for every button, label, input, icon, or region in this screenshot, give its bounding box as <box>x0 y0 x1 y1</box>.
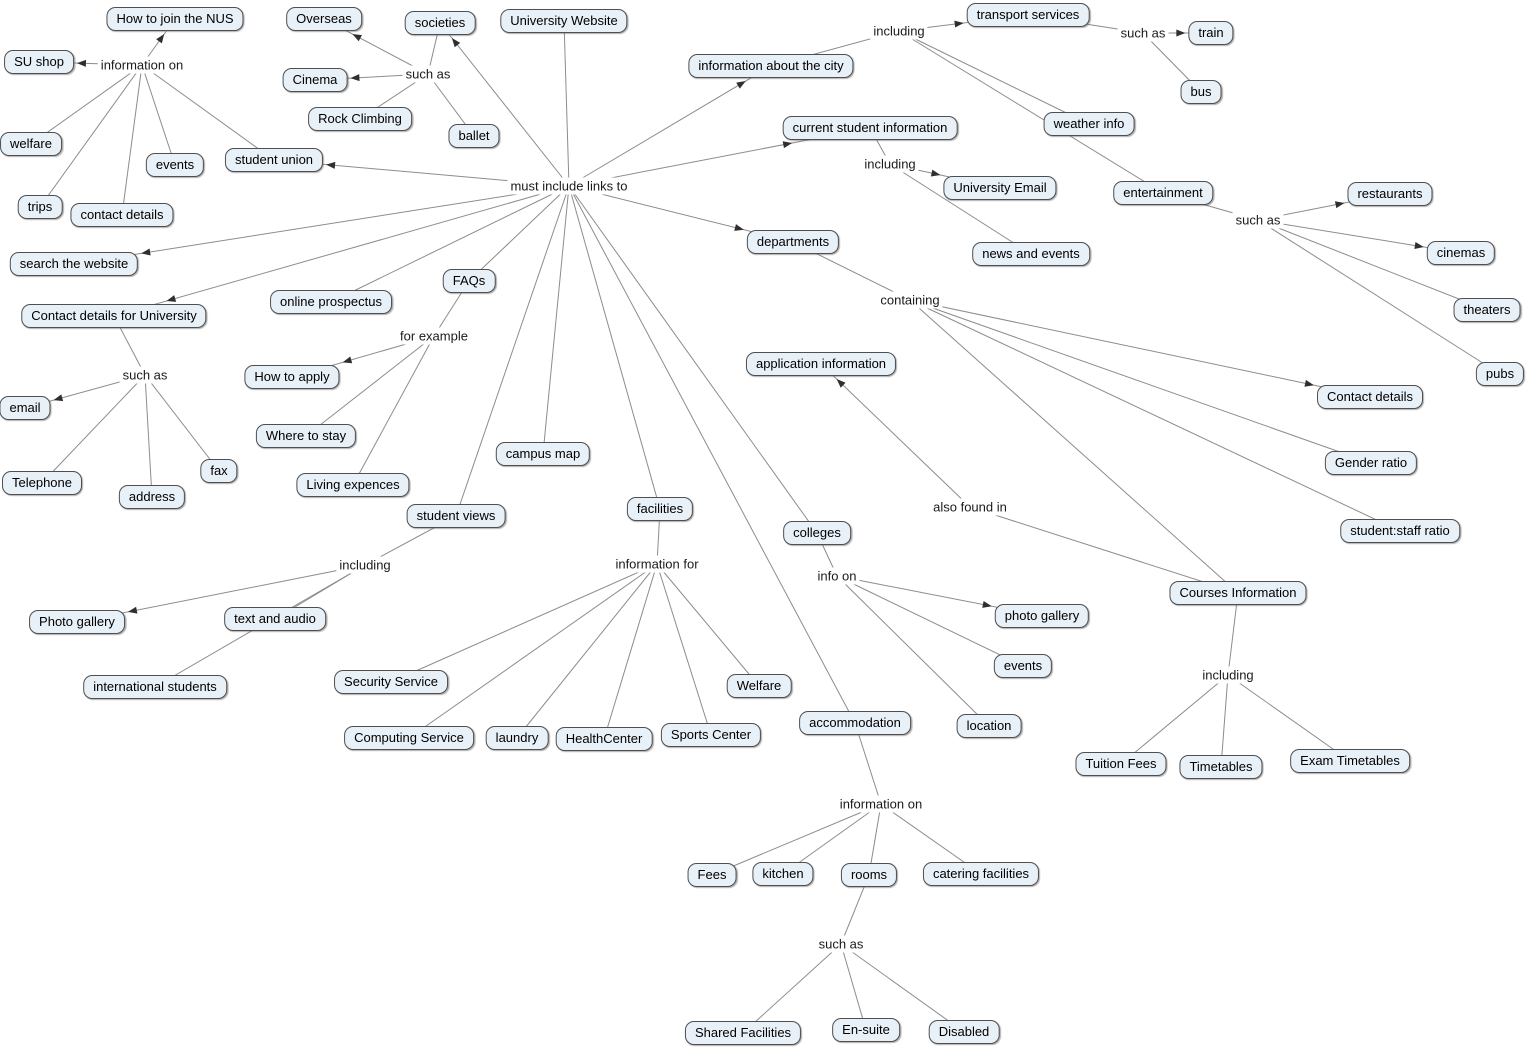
link-phrase-containing: containing <box>877 291 943 309</box>
concept-node-sports-center[interactable]: Sports Center <box>660 723 762 747</box>
concept-node-text-and-audio[interactable]: text and audio <box>224 607 326 631</box>
concept-node-photo-gallery-views[interactable]: Photo gallery <box>29 610 125 634</box>
concept-node-living-expences[interactable]: Living expences <box>296 473 410 497</box>
concept-node-how-to-join-nus[interactable]: How to join the NUS <box>106 7 244 31</box>
concept-node-security-service[interactable]: Security Service <box>334 670 448 694</box>
link-phrase-for-example: for example <box>397 327 471 345</box>
link-phrase-including-views: including <box>336 556 394 574</box>
concept-node-location[interactable]: location <box>956 714 1022 738</box>
concept-node-colleges[interactable]: colleges <box>783 521 851 545</box>
concept-node-overseas[interactable]: Overseas <box>286 7 362 31</box>
concept-node-pubs[interactable]: pubs <box>1475 362 1525 386</box>
concept-node-contact-details-su[interactable]: contact details <box>70 203 174 227</box>
concept-node-transport-services[interactable]: transport services <box>966 3 1090 27</box>
concept-node-student-union[interactable]: student union <box>224 148 324 172</box>
concept-node-departments[interactable]: departments <box>746 230 840 254</box>
concept-node-telephone[interactable]: Telephone <box>2 471 82 495</box>
link-phrase-information-on-accommodation: information on <box>836 795 926 813</box>
concept-node-timetables[interactable]: Timetables <box>1179 755 1263 779</box>
concept-node-gender-ratio[interactable]: Gender ratio <box>1324 451 1418 475</box>
concept-node-address[interactable]: address <box>118 485 186 509</box>
concept-node-current-student-information[interactable]: current student information <box>782 116 958 140</box>
concept-node-photo-gallery-college[interactable]: photo gallery <box>994 604 1090 628</box>
concept-node-disabled[interactable]: Disabled <box>928 1020 1000 1044</box>
link-phrase-such-as-entertainment: such as <box>1232 211 1284 229</box>
concept-node-how-to-apply[interactable]: How to apply <box>244 365 340 389</box>
concept-node-contact-details-university[interactable]: Contact details for University <box>21 304 207 328</box>
concept-node-theaters[interactable]: theaters <box>1453 298 1521 322</box>
concept-node-facilities[interactable]: facilities <box>626 497 694 521</box>
link-phrase-including-current: including <box>861 155 919 173</box>
concept-node-accommodation[interactable]: accommodation <box>799 711 911 735</box>
concept-node-entertainment[interactable]: entertainment <box>1113 181 1213 205</box>
concept-node-campus-map[interactable]: campus map <box>495 442 591 466</box>
concept-node-weather-info[interactable]: weather info <box>1043 112 1135 136</box>
concept-node-information-about-city[interactable]: information about the city <box>688 54 854 78</box>
link-phrase-such-as-transport: such as <box>1117 24 1169 42</box>
concept-node-contact-details-dept[interactable]: Contact details <box>1317 385 1423 409</box>
concept-node-bus[interactable]: bus <box>1180 80 1222 104</box>
concept-node-tuition-fees[interactable]: Tuition Fees <box>1075 752 1167 776</box>
concept-node-cinema[interactable]: Cinema <box>282 68 348 92</box>
concept-node-welfare-facilities[interactable]: Welfare <box>726 674 792 698</box>
link-phrase-must-include: must include links to <box>507 177 631 195</box>
concept-node-su-shop[interactable]: SU shop <box>4 50 74 74</box>
concept-node-where-to-stay[interactable]: Where to stay <box>255 424 357 448</box>
link-phrase-such-as-rooms: such as <box>815 935 867 953</box>
concept-node-university-website[interactable]: University Website <box>500 9 628 33</box>
concept-node-en-suite[interactable]: En-suite <box>832 1018 900 1042</box>
concept-node-exam-timetables[interactable]: Exam Timetables <box>1290 749 1410 773</box>
concept-node-student-views[interactable]: student views <box>406 504 506 528</box>
concept-node-application-information[interactable]: application information <box>745 352 897 376</box>
concept-node-events-su[interactable]: events <box>145 153 205 177</box>
concept-node-welfare[interactable]: welfare <box>0 132 62 156</box>
link-phrase-info-on: info on <box>814 567 860 585</box>
concept-node-train[interactable]: train <box>1188 21 1234 45</box>
link-phrase-such-as-societies: such as <box>402 65 454 83</box>
concept-node-catering-facilities[interactable]: catering facilities <box>922 862 1040 886</box>
concept-node-online-prospectus[interactable]: online prospectus <box>270 290 392 314</box>
link-phrase-also-found-in: also found in <box>930 498 1010 516</box>
concept-node-student-staff-ratio[interactable]: student:staff ratio <box>1340 519 1460 543</box>
link-phrase-including-city: including <box>870 22 928 40</box>
concept-node-fax[interactable]: fax <box>200 459 238 483</box>
concept-node-kitchen[interactable]: kitchen <box>752 862 814 886</box>
concept-node-ballet[interactable]: ballet <box>448 124 500 148</box>
concept-node-fees[interactable]: Fees <box>687 863 737 887</box>
link-phrase-including-courses: including <box>1199 666 1257 684</box>
concept-node-news-and-events[interactable]: news and events <box>972 242 1090 266</box>
concept-node-cinemas[interactable]: cinemas <box>1426 241 1496 265</box>
concept-node-events-college[interactable]: events <box>993 654 1053 678</box>
concept-node-restaurants[interactable]: restaurants <box>1347 182 1433 206</box>
concept-node-international-students[interactable]: international students <box>83 675 227 699</box>
concept-node-computing-service[interactable]: Computing Service <box>344 726 474 750</box>
concept-node-rock-climbing[interactable]: Rock Climbing <box>308 107 412 131</box>
concept-node-shared-facilities[interactable]: Shared Facilities <box>684 1021 802 1045</box>
concept-node-rooms[interactable]: rooms <box>840 863 898 887</box>
concept-node-courses-information[interactable]: Courses Information <box>1169 581 1307 605</box>
link-phrase-information-for: information for <box>612 555 702 573</box>
concept-node-search-website[interactable]: search the website <box>9 252 139 276</box>
concept-node-laundry[interactable]: laundry <box>485 726 549 750</box>
concept-node-societies[interactable]: societies <box>404 11 476 35</box>
concept-node-faqs[interactable]: FAQs <box>442 269 496 293</box>
concept-node-health-center[interactable]: HealthCenter <box>555 727 653 751</box>
concept-node-university-email[interactable]: University Email <box>943 176 1057 200</box>
link-phrase-such-as-contact: such as <box>119 366 171 384</box>
concept-node-trips[interactable]: trips <box>17 195 63 219</box>
link-phrase-information-on-su: information on <box>97 56 187 74</box>
concept-node-email[interactable]: email <box>0 396 51 420</box>
